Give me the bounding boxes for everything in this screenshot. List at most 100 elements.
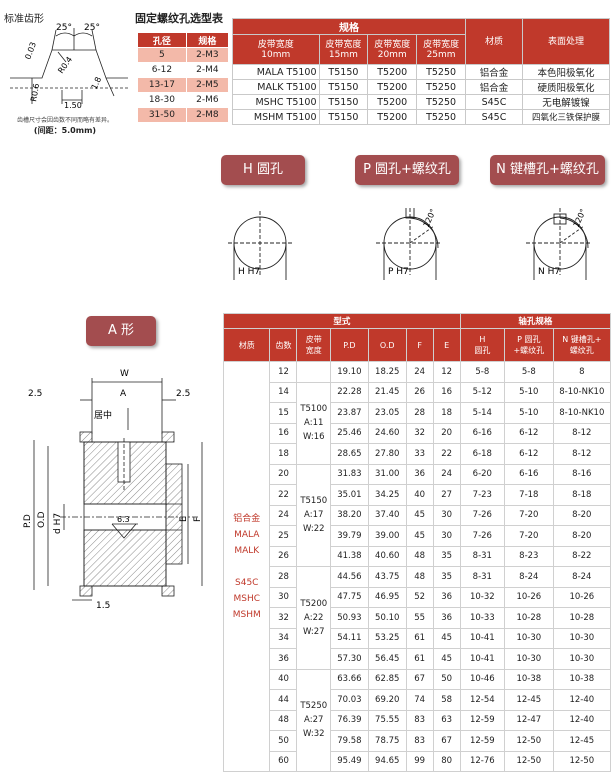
col-teeth: 齿数 xyxy=(269,328,298,362)
n-angle-label: 120° xyxy=(572,208,588,229)
e-cell: 18 xyxy=(432,402,461,424)
n-cell: 8-10-NK10 xyxy=(552,381,612,403)
pd-cell: 19.10 xyxy=(329,361,369,383)
pulley-section-drawing: W A 2.5 2.5 居中 P.D O.D d H7 E F 6.3 1.5 xyxy=(23,369,203,611)
dim-a-label: A xyxy=(120,389,127,399)
od-cell: 37.40 xyxy=(367,504,407,526)
h-cell: 10-41 xyxy=(459,627,505,649)
h-cell: 10-32 xyxy=(459,586,505,608)
dim-r04-label: R0.4 xyxy=(56,55,74,75)
bore-header-diameter: 孔径 xyxy=(137,32,187,48)
pd-cell: 41.38 xyxy=(329,545,369,567)
p-cell: 12-50 xyxy=(503,750,554,772)
p-angle-label: 120° xyxy=(422,208,438,229)
e-cell: 30 xyxy=(432,525,461,547)
dim-25-right-label: 2.5 xyxy=(176,389,190,399)
n-cell: 12-40 xyxy=(552,709,612,731)
p-cell: 5-8 xyxy=(503,361,554,383)
f-cell: 99 xyxy=(405,750,434,772)
p-cell: 10-38 xyxy=(503,668,554,690)
a-shape-button[interactable]: A 形 xyxy=(86,316,156,346)
n-cell: 8-20 xyxy=(552,504,612,526)
h-cell: 10-41 xyxy=(459,648,505,670)
h-cell: 5-12 xyxy=(459,381,505,403)
f-cell: 28 xyxy=(405,402,434,424)
n-cell: 8-10-NK10 xyxy=(552,402,612,424)
dim-25-left-label: 2.5 xyxy=(28,389,42,399)
dim-15-label: 1.5 xyxy=(96,601,110,611)
p-cell: 8-23 xyxy=(503,545,554,567)
bore-table-title: 固定螺纹孔选型表 xyxy=(135,12,223,25)
pd-cell: 35.01 xyxy=(329,484,369,506)
col-f: F xyxy=(405,328,434,362)
h-cell: 6-18 xyxy=(459,443,505,465)
p-cell: 7-20 xyxy=(503,525,554,547)
p-cell: 12-50 xyxy=(503,730,554,752)
e-cell: 50 xyxy=(432,668,461,690)
e-cell: 27 xyxy=(432,484,461,506)
h-cell: 6-20 xyxy=(459,463,505,485)
n-hole-label: N H7 xyxy=(538,267,560,277)
center-label: 居中 xyxy=(94,409,112,421)
od-cell: 75.55 xyxy=(367,709,407,731)
n-cell: 8 xyxy=(552,361,612,383)
n-cell: 10-30 xyxy=(552,648,612,670)
pd-cell: 23.87 xyxy=(329,402,369,424)
od-cell: 43.75 xyxy=(367,566,407,588)
od-cell: 21.45 xyxy=(367,381,407,403)
dim-18-label: 1.8 xyxy=(90,76,104,91)
h-cell: 12-76 xyxy=(459,750,505,772)
h-cell: 10-46 xyxy=(459,668,505,690)
e-cell: 58 xyxy=(432,689,461,711)
h-cell: 6-16 xyxy=(459,422,505,444)
e-cell: 36 xyxy=(432,586,461,608)
table-row: MSHC T5100 T5150 T5200 T5250 S45C 无电解镀镍 xyxy=(232,94,610,110)
p-hole-label: P H7 xyxy=(388,267,409,277)
od-cell: 18.25 xyxy=(367,361,407,383)
f-cell: 36 xyxy=(405,463,434,485)
p-cell: 5-10 xyxy=(503,402,554,424)
p-cell: 5-10 xyxy=(503,381,554,403)
h-hole-button[interactable]: H 圆孔 xyxy=(221,155,305,185)
dh7-label: d H7 xyxy=(53,513,63,534)
e-cell: 67 xyxy=(432,730,461,752)
teeth-cell: 20 xyxy=(269,463,298,485)
teeth-cell: 34 xyxy=(269,627,298,649)
f-cell: 83 xyxy=(405,709,434,731)
e-cell: 20 xyxy=(432,422,461,444)
h-cell: 12-54 xyxy=(459,689,505,711)
od-cell: 53.25 xyxy=(367,627,407,649)
n-cell: 8-12 xyxy=(552,443,612,465)
n-cell: 10-26 xyxy=(552,586,612,608)
h-cell: 12-59 xyxy=(459,709,505,731)
e-cell: 16 xyxy=(432,381,461,403)
p-hole-button[interactable]: P 圆孔+螺纹孔 xyxy=(355,155,459,185)
spec-header-model: 型式 xyxy=(223,313,461,329)
n-cell: 10-28 xyxy=(552,607,612,629)
n-hole-button[interactable]: N 键槽孔+螺纹孔 xyxy=(490,155,605,185)
col-pd: P.D xyxy=(329,328,369,362)
e-cell: 45 xyxy=(432,648,461,670)
p-cell: 6-16 xyxy=(503,463,554,485)
e-cell: 36 xyxy=(432,607,461,629)
teeth-cell: 48 xyxy=(269,709,298,731)
model-header-spec: 规格 xyxy=(232,18,466,35)
tooth-profile-svg: 25° 25° 0.03 R0.4 R0.6 1.8 1.50 xyxy=(10,23,128,110)
pd-label: P.D xyxy=(23,514,33,528)
n-cell: 12-45 xyxy=(552,730,612,752)
e-cell: 22 xyxy=(432,443,461,465)
